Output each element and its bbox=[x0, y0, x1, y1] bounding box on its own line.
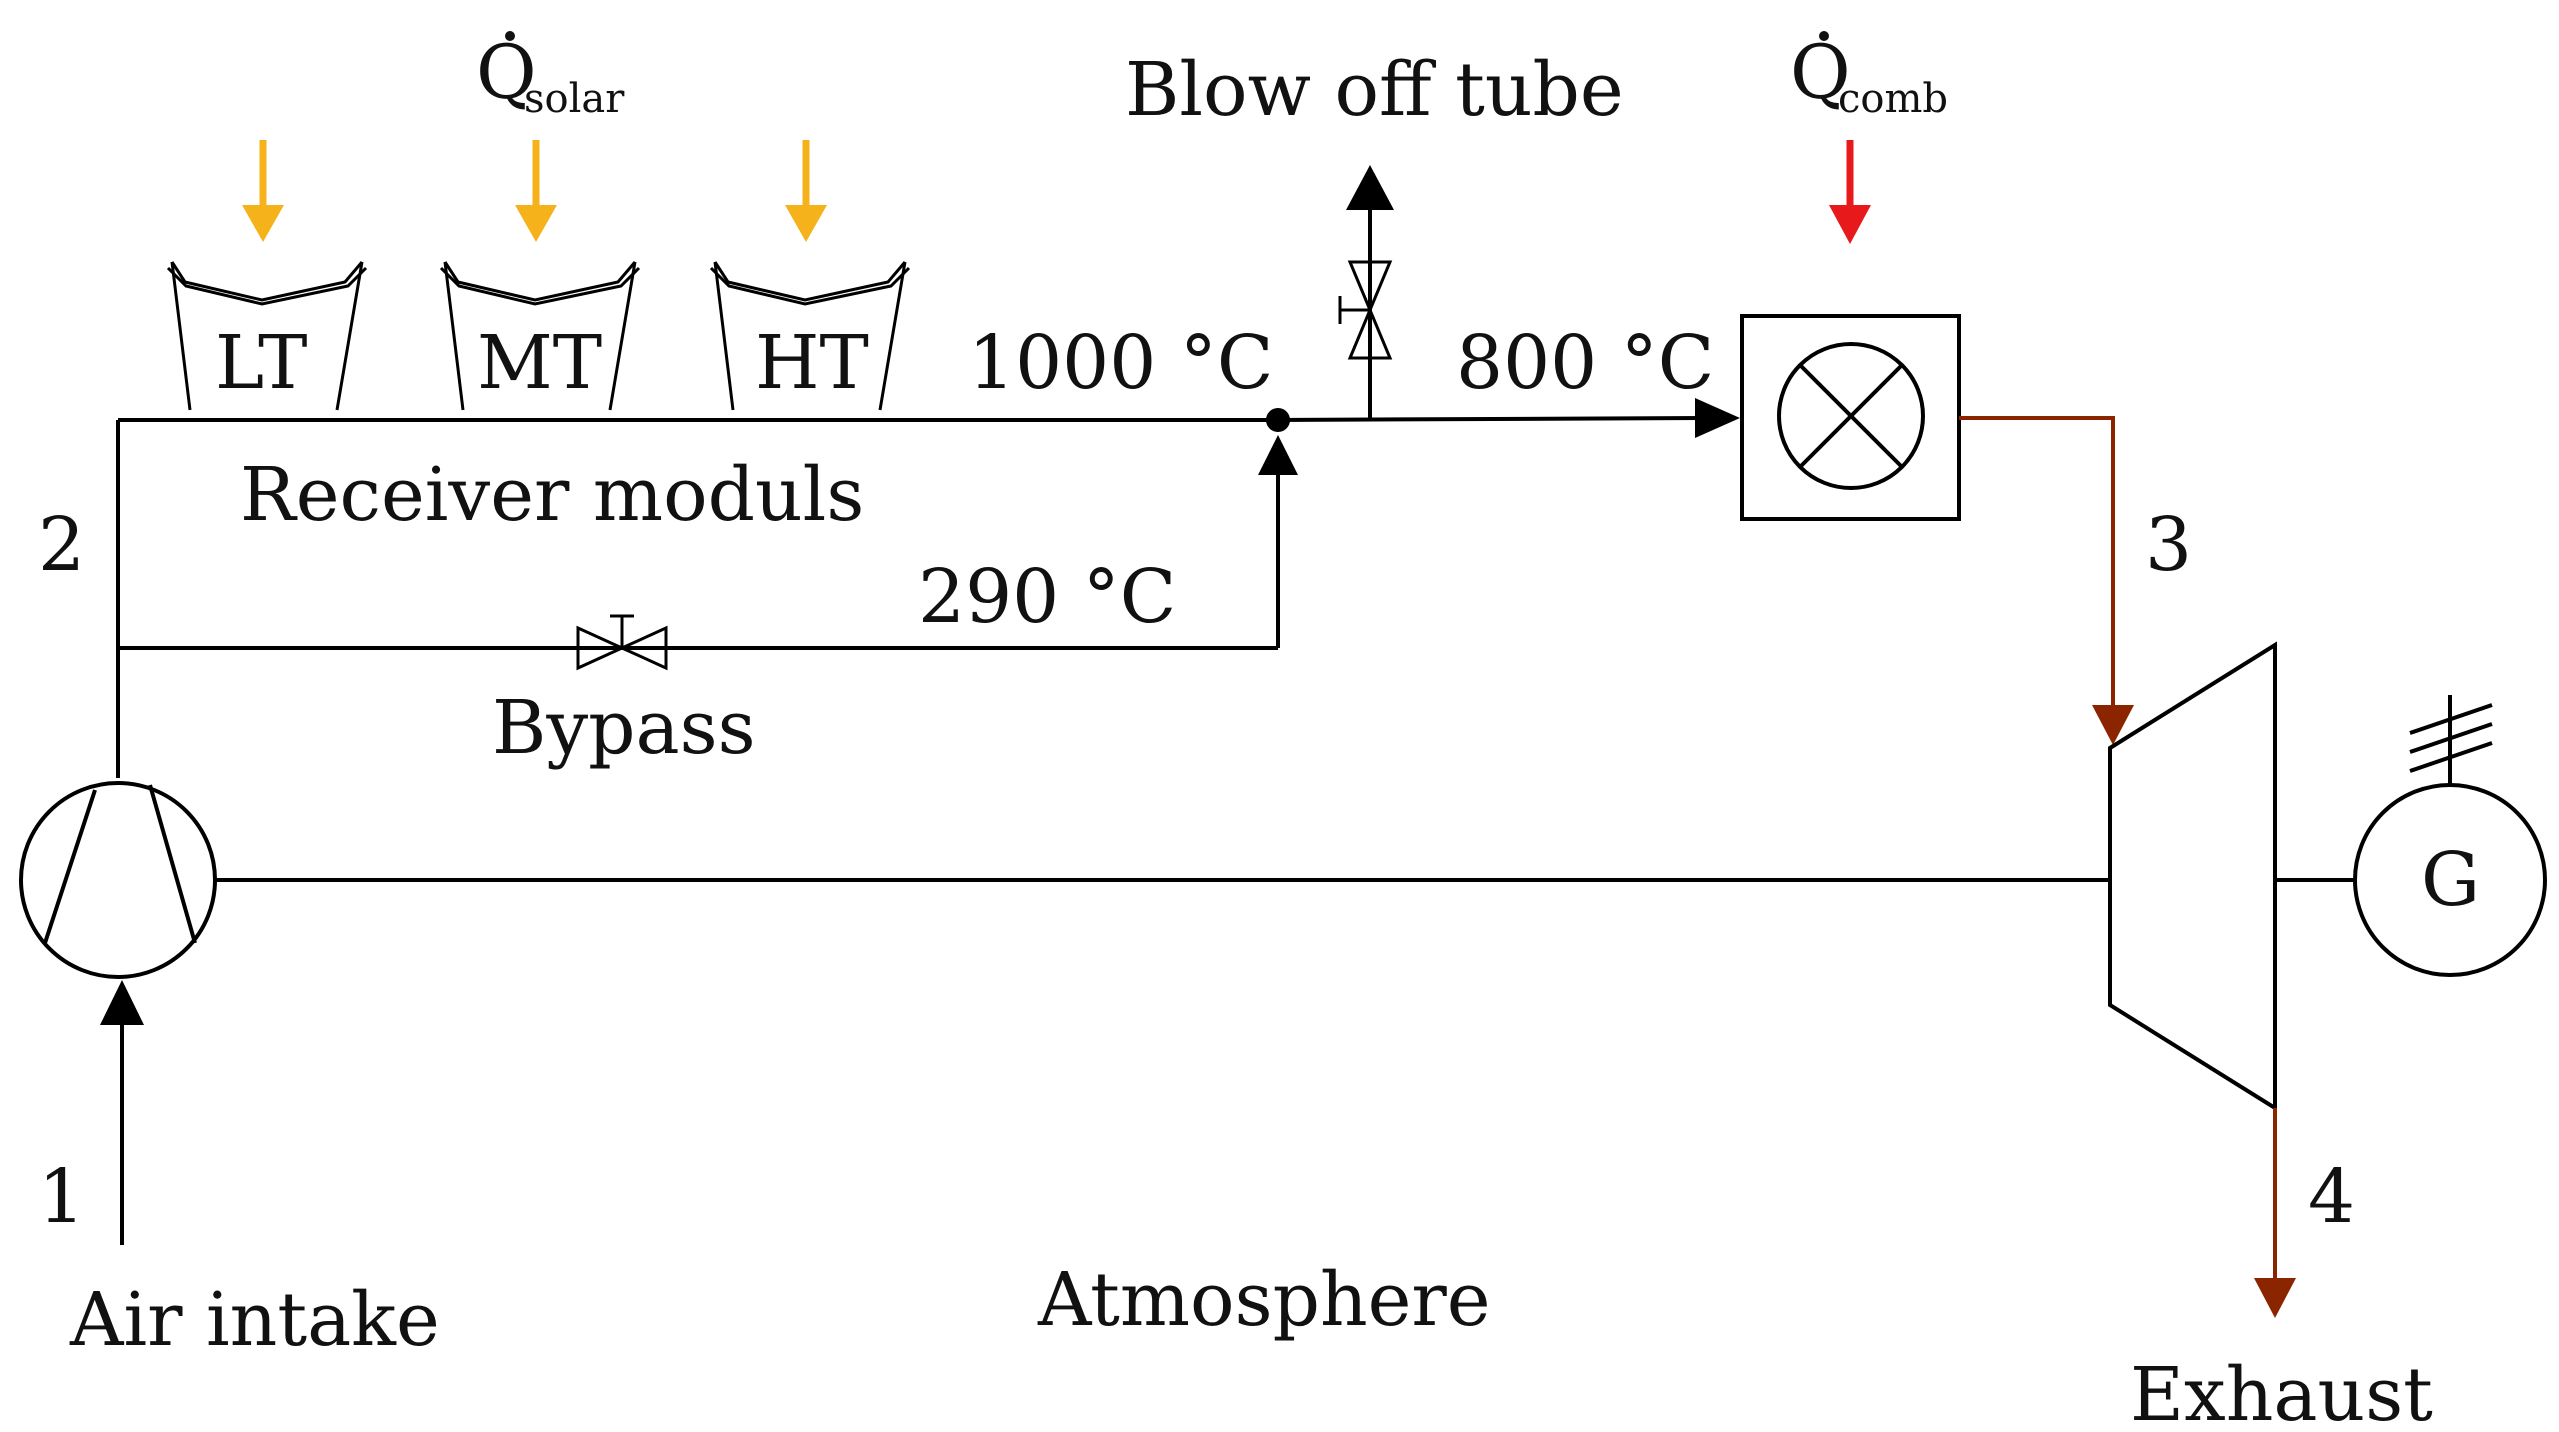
generator: G bbox=[2353, 695, 2547, 977]
receiver-moduls-label: Receiver moduls bbox=[240, 452, 864, 538]
mixing-junction bbox=[1266, 408, 1290, 432]
temperature-800-label: 800 °C bbox=[1456, 320, 1714, 406]
q-solar-subscript: solar bbox=[524, 76, 625, 122]
compressor bbox=[19, 781, 217, 979]
exhaust-line bbox=[2254, 1108, 2296, 1318]
blow-off-valve-icon bbox=[1338, 260, 1393, 360]
bypass-valve-icon bbox=[576, 614, 668, 671]
temperature-1000-label: 1000 °C bbox=[968, 320, 1273, 406]
solar-heat-arrows bbox=[242, 140, 827, 242]
state-point-1: 1 bbox=[38, 1154, 85, 1240]
q-comb-label: Q comb bbox=[1790, 30, 1948, 122]
air-intake-label: Air intake bbox=[69, 1277, 440, 1363]
combustor bbox=[1740, 314, 1961, 521]
exhaust-label: Exhaust bbox=[2130, 1352, 2433, 1432]
q-solar-symbol: Q bbox=[476, 30, 537, 116]
bypass-arrow-up bbox=[1258, 435, 1298, 475]
blow-off-tube bbox=[1338, 165, 1394, 420]
solar-arrow-mt bbox=[515, 140, 557, 242]
module-mt-label: MT bbox=[477, 320, 602, 406]
solar-arrow-ht bbox=[785, 140, 827, 242]
generator-label: G bbox=[2421, 837, 2480, 923]
receiver-module-lt: LT bbox=[166, 261, 368, 411]
turbine bbox=[2108, 641, 2277, 1112]
solar-arrow-lt bbox=[242, 140, 284, 242]
state-point-2: 2 bbox=[38, 502, 85, 588]
air-intake-arrow bbox=[100, 980, 144, 1245]
receiver-module-ht: HT bbox=[709, 261, 911, 411]
q-comb-symbol: Q bbox=[1790, 30, 1851, 116]
receiver-module-mt: MT bbox=[439, 261, 641, 411]
hot-gas-line bbox=[1959, 416, 2134, 745]
temperature-290-label: 290 °C bbox=[918, 554, 1176, 640]
to-combustor-line bbox=[1274, 416, 1706, 422]
state-point-4: 4 bbox=[2308, 1154, 2355, 1240]
module-lt-label: LT bbox=[215, 320, 307, 406]
arrow-to-combustor bbox=[1695, 398, 1740, 438]
atmosphere-label: Atmosphere bbox=[1037, 1257, 1491, 1343]
q-solar-label: Q solar bbox=[476, 30, 625, 122]
module-ht-label: HT bbox=[755, 320, 869, 406]
blow-off-tube-label: Blow off tube bbox=[1125, 47, 1624, 133]
bypass-label: Bypass bbox=[492, 685, 756, 771]
state-point-3: 3 bbox=[2145, 502, 2192, 588]
q-comb-subscript: comb bbox=[1838, 76, 1948, 122]
combustion-heat-arrow bbox=[1829, 140, 1871, 244]
